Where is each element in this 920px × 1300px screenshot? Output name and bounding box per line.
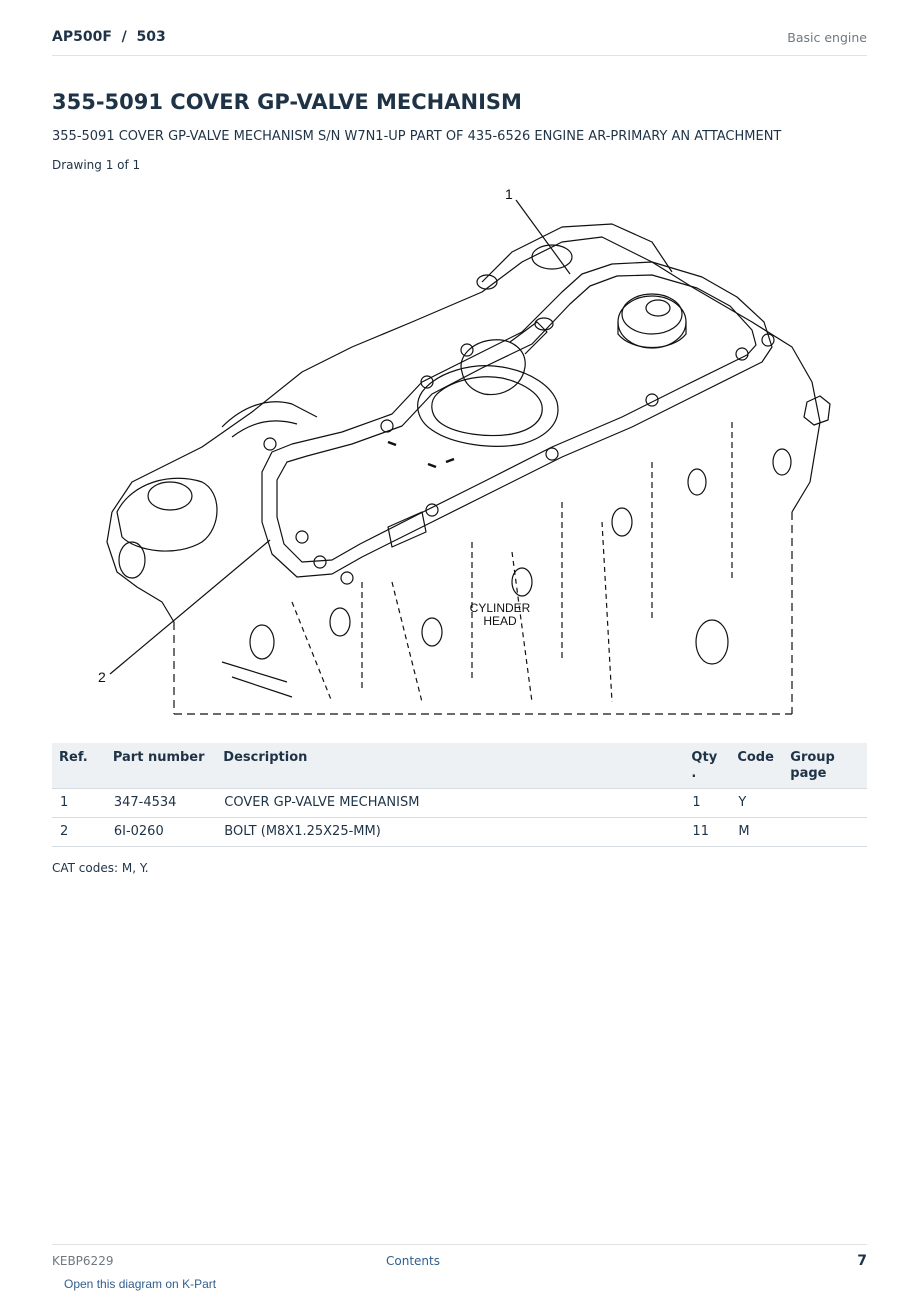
- table-header-row: Ref. Part number Description Qty . Code …: [52, 743, 867, 789]
- col-qty: Qty .: [684, 743, 731, 789]
- col-ref: Ref.: [52, 743, 106, 789]
- cat-codes: CAT codes: M, Y.: [52, 861, 149, 875]
- page-subtitle: 355-5091 COVER GP-VALVE MECHANISM S/N W7…: [52, 129, 782, 144]
- row-part-number: 6I-0260: [105, 817, 217, 847]
- cylinder-head-label-line2: HEAD: [483, 614, 517, 628]
- row-group-page: [783, 788, 867, 818]
- row-qty: 11: [684, 817, 731, 847]
- model-breadcrumb: AP500F / 503: [52, 29, 166, 45]
- drawing-count: Drawing 1 of 1: [52, 158, 141, 172]
- table-row: 1 347-4534 COVER GP-VALVE MECHANISM 1 Y: [52, 788, 867, 818]
- callout-2: 2: [98, 669, 106, 685]
- kpart-diagram-link[interactable]: Open this diagram on K-Part: [64, 1277, 217, 1291]
- section-name: Basic engine: [787, 30, 867, 45]
- row-part-number: 347-4534: [105, 788, 217, 818]
- engine-drawing: 1 2 CYLINDER HEAD: [98, 186, 831, 715]
- parts-table: Ref. Part number Description Qty . Code …: [52, 743, 867, 847]
- page-number: 7: [857, 1253, 867, 1269]
- row-group-page: [783, 817, 867, 847]
- table-row: 2 6I-0260 BOLT (M8X1.25X25-MM) 11 M: [52, 817, 867, 847]
- row-ref: 1: [52, 788, 106, 818]
- col-group-page: Group page: [783, 743, 867, 789]
- row-code: Y: [730, 788, 784, 818]
- row-description: COVER GP-VALVE MECHANISM: [216, 788, 685, 818]
- page-header: AP500F / 503 Basic engine: [52, 22, 867, 56]
- callout-1: 1: [505, 186, 513, 202]
- parts-diagram: 1 2 CYLINDER HEAD: [92, 182, 832, 722]
- contents-link[interactable]: Contents: [386, 1254, 440, 1268]
- row-ref: 2: [52, 817, 106, 847]
- row-description: BOLT (M8X1.25X25-MM): [216, 817, 685, 847]
- page-title: 355-5091 COVER GP-VALVE MECHANISM: [52, 90, 522, 114]
- cylinder-head-label-line1: CYLINDER: [470, 601, 531, 615]
- document-id: KEBP6229: [52, 1254, 114, 1268]
- col-code: Code: [730, 743, 784, 789]
- col-part-number: Part number: [105, 743, 217, 789]
- row-code: M: [730, 817, 784, 847]
- col-description: Description: [216, 743, 685, 789]
- page-footer: KEBP6229 Contents 7: [52, 1244, 867, 1275]
- row-qty: 1: [684, 788, 731, 818]
